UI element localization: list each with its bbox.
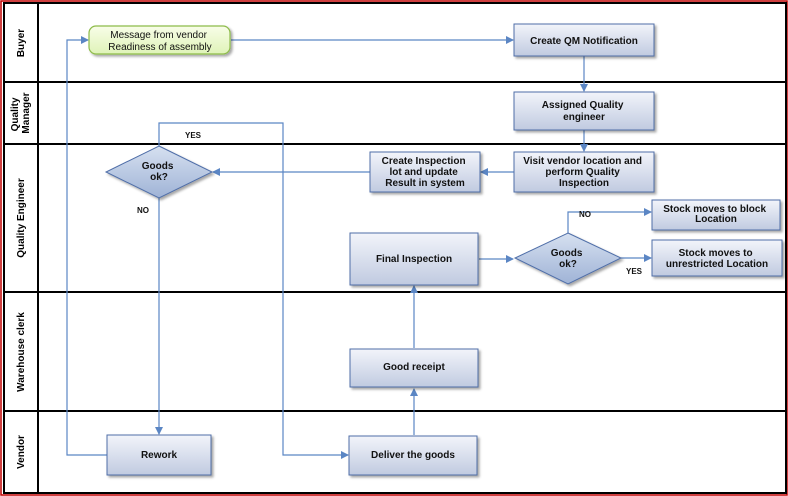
- connectors: [66, 36, 652, 459]
- edge-yes-to-deliver: [158, 122, 349, 459]
- node-good-receipt[interactable]: Good receipt: [349, 348, 479, 388]
- node-stock-block-location[interactable]: Stock moves to block Location: [651, 199, 781, 231]
- node-text-line: Location: [695, 214, 737, 225]
- node-text-line: unrestricted Location: [666, 259, 768, 270]
- node-decision-goods-ok-2[interactable]: Goods ok?: [513, 232, 623, 285]
- node-text-line: Assigned Quality: [542, 100, 624, 111]
- node-create-inspection-lot[interactable]: Create Inspection lot and update Result …: [369, 151, 481, 193]
- svg-text:Assigned Quality enginee: Assigned Quality engineer: [542, 100, 626, 123]
- node-text-line: Good receipt: [383, 362, 445, 373]
- svg-text:Stock moves to block Loc: Stock moves to block Location: [663, 204, 769, 225]
- svg-text:Stock moves to unrestric: Stock moves to unrestricted Location: [666, 248, 768, 270]
- svg-text:Final Inspection: Final Inspection: [376, 254, 452, 265]
- node-stock-unrestricted-location[interactable]: Stock moves to unrestricted Location: [651, 239, 783, 277]
- node-text-line: Stock moves to: [679, 248, 753, 259]
- lane-label-vendor: Vendor: [16, 435, 27, 469]
- edge-label-no-2: NO: [579, 210, 591, 219]
- node-visit-vendor-location[interactable]: Visit vendor location and perform Qualit…: [513, 151, 655, 193]
- svg-text:Create QM Notification: Create QM Notification: [530, 36, 638, 47]
- node-text-line: Result in system: [385, 178, 465, 189]
- node-create-qm-notification[interactable]: Create QM Notification: [513, 23, 655, 57]
- lane-label-warehouse-clerk: Warehouse clerk: [16, 312, 27, 392]
- edge-no-to-block: [567, 208, 652, 233]
- node-decision-goods-ok-1[interactable]: Goods ok?: [104, 145, 214, 199]
- svg-text:Goods ok?: Goods ok?: [551, 248, 585, 270]
- node-text-line: Readiness of assembly: [108, 42, 211, 53]
- node-text-line: Visit vendor location and: [523, 156, 642, 167]
- svg-text:Good receipt: Good receipt: [383, 362, 445, 373]
- node-text-line: Inspection: [559, 178, 609, 189]
- node-text-line: Goods: [551, 248, 583, 259]
- lane-label-buyer: Buyer: [16, 29, 27, 57]
- node-text-line: Stock moves to block: [663, 204, 766, 215]
- node-text-line: ok?: [150, 172, 168, 183]
- node-text-line: Final Inspection: [376, 254, 452, 265]
- edge-label-yes-1: YES: [185, 131, 202, 140]
- svg-text:Visit vendor location and: Visit vendor location and perform Qualit…: [523, 156, 645, 189]
- node-text-line: Create Inspection: [382, 156, 466, 167]
- lane-label-quality-engineer: Quality Engineer: [16, 178, 27, 258]
- lanes: [3, 2, 787, 494]
- node-text-line: ok?: [559, 259, 577, 270]
- node-text-line: Rework: [141, 450, 178, 461]
- node-rework[interactable]: Rework: [106, 434, 212, 476]
- node-deliver-goods[interactable]: Deliver the goods: [348, 435, 478, 476]
- node-assigned-quality-engineer[interactable]: Assigned Quality engineer: [513, 91, 655, 131]
- node-text-line: Goods: [142, 161, 174, 172]
- edge-rework-to-message: [66, 36, 107, 456]
- node-text-line: lot and update: [389, 167, 458, 178]
- node-text-line: engineer: [563, 112, 605, 123]
- node-text-line: perform Quality: [545, 167, 620, 178]
- node-vendor-message[interactable]: Message from vendor Readiness of assembl…: [88, 25, 231, 55]
- node-text-line: Deliver the goods: [371, 450, 455, 461]
- svg-text:Deliver the goods: Deliver the goods: [371, 450, 455, 461]
- svg-text:Rework: Rework: [141, 450, 178, 461]
- lane-label-quality-manager: Quality Manager: [10, 92, 32, 133]
- node-final-inspection[interactable]: Final Inspection: [349, 232, 479, 286]
- node-text-line: Create QM Notification: [530, 36, 638, 47]
- edge-label-no-1: NO: [137, 206, 149, 215]
- node-text-line: Message from vendor: [110, 30, 207, 41]
- svg-text:Goods ok?: Goods ok?: [142, 161, 176, 183]
- edge-label-yes-2: YES: [626, 267, 643, 276]
- svg-text:Message from vendor Read: Message from vendor Readiness of assembl…: [108, 30, 211, 53]
- svg-text:Create Inspection lot an: Create Inspection lot and update Result …: [382, 156, 469, 189]
